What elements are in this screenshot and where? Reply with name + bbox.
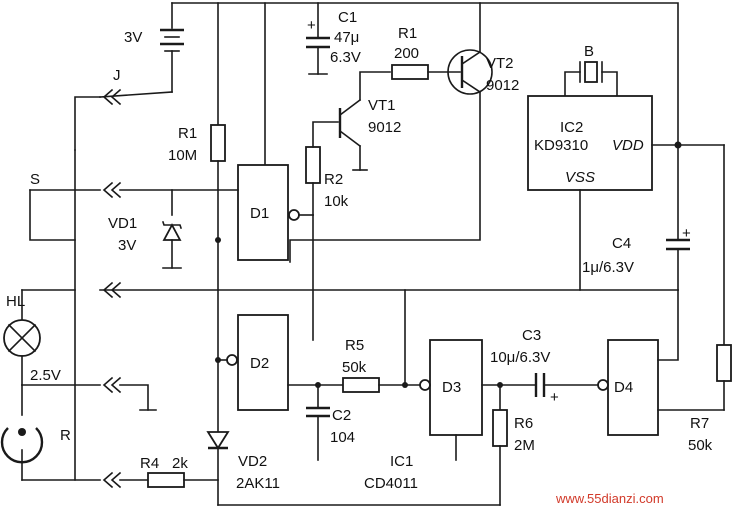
top-rail [171,2,679,146]
gate-d2 [215,314,344,411]
r2-10k [305,121,339,341]
r2-name-label: R2 [324,171,343,188]
vt2-name-label: VT2 [486,55,514,72]
r5-value-label: 50k [342,359,367,376]
r6-name-label: R6 [514,415,533,432]
vt1-name-label: VT1 [368,97,396,114]
r1-left-name-label: R1 [178,125,197,142]
vt2-type-label: 9012 [486,77,519,94]
r7-name-label: R7 [690,415,709,432]
c3-capacitor [534,373,599,397]
r5-name-label: R5 [345,337,364,354]
vt2-transistor [289,2,493,263]
c4-value-label: 1μ/6.3V [582,259,634,276]
d1-label: D1 [250,205,269,222]
vd1-value-label: 3V [118,237,136,254]
vt1-transistor [338,71,391,171]
c2-capacitor [306,382,330,461]
c1-name-label: C1 [338,9,357,26]
r7-50k [716,144,732,411]
crystal-b-label: B [584,43,594,60]
ic2-chip [527,95,653,191]
r1-200 [391,64,461,80]
jack-mid-arrows [102,281,122,299]
switch-s [29,181,239,241]
crystal-b [564,61,618,97]
d3-label: D3 [442,379,461,396]
ic1-name-label: IC1 [390,453,413,470]
vt1-type-label: 9012 [368,119,401,136]
d2-label: D2 [250,355,269,372]
jack-bottom-arrows [102,471,122,489]
sensor-r [0,384,101,481]
r1-left-value-label: 10M [168,147,197,164]
sensor-r-label: R [60,427,71,444]
gate-d3 [419,339,537,461]
lamp-hl [3,149,101,481]
r4-value-label: 2k [172,455,188,472]
hl-voltage-label: 2.5V [30,367,61,384]
c3-name-label: C3 [522,327,541,344]
c3-value-label: 10μ/6.3V [490,349,550,366]
vd1-name-label: VD1 [108,215,137,232]
r4-name-label: R4 [140,455,159,472]
jack-low-arrows [102,376,157,411]
battery-voltage-label: 3V [124,29,142,46]
r5-50k [342,289,421,393]
vd2-diode [206,237,501,506]
ic2-vdd-label: VDD [612,137,644,154]
vd1-zener [161,189,183,269]
hl-label: HL [6,293,25,310]
svg-text:+: + [682,225,691,242]
svg-text:+: + [307,17,316,34]
r1-top-name-label: R1 [398,25,417,42]
watermark-url: www.55dianzi.com [555,491,664,506]
r4-2k [119,472,219,488]
vd2-type-label: 2AK11 [236,475,280,492]
c4-capacitor: + [666,144,691,291]
gate-d1 [237,164,314,261]
d4-label: D4 [614,379,633,396]
c4-name-label: C4 [612,235,631,252]
r7-value-label: 50k [688,437,713,454]
ic2-name-label: IC2 [560,119,583,136]
r6-value-label: 2M [514,437,535,454]
switch-s-label: S [30,171,40,188]
gate-d4 [597,289,725,436]
r1-top-value-label: 200 [394,45,419,62]
c2-name-label: C2 [332,407,351,424]
c1-voltage-label: 6.3V [330,49,361,66]
ic1-type-label: CD4011 [364,475,418,492]
ic2-vss-label: VSS [565,169,595,186]
c1-capacitor: + [306,2,330,75]
vd2-name-label: VD2 [238,453,267,470]
left-rail [74,96,101,151]
r2-value-label: 10k [324,193,349,210]
jack-j [102,88,122,106]
ic2-type-label: KD9310 [534,137,588,154]
battery-3v [160,28,184,93]
r6-2m [492,382,508,506]
jack-j-label: J [113,67,121,84]
r1-10m [210,2,226,241]
c1-value-label: 47μ [334,29,359,46]
c3-plus-label: + [550,389,559,406]
c2-value-label: 104 [330,429,355,446]
